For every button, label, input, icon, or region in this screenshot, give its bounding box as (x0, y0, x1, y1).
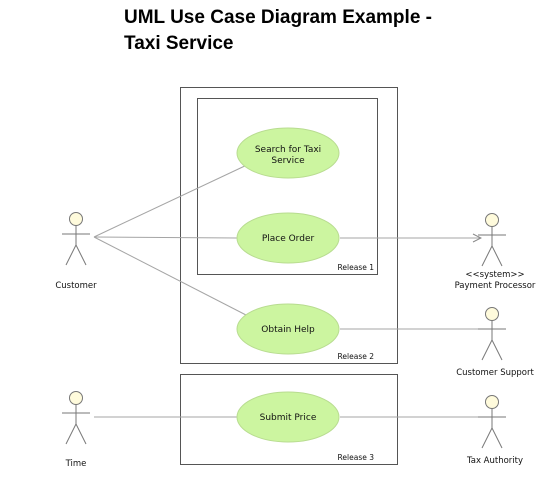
diagram-title-line-1: UML Use Case Diagram Example - (124, 7, 432, 28)
actor-customer-label: Customer (55, 281, 97, 291)
usecase-submit-price: Submit Price (236, 391, 340, 443)
actor-time-label: Time (65, 459, 87, 469)
usecase-place-order-label: Place Order (262, 234, 315, 244)
usecase-search-label-line-2: Service (271, 156, 305, 166)
usecase-place-order: Place Order (236, 212, 340, 264)
actor-time-icon (62, 391, 90, 445)
usecase-obtain-help: Obtain Help (236, 303, 340, 355)
actor-payment-processor-label: Payment Processor (455, 281, 536, 291)
usecase-submit-price-label: Submit Price (260, 413, 317, 423)
diagram-title-line-2: Taxi Service (124, 33, 234, 54)
association-customer-obtain-help (93, 236, 247, 316)
release-3-boundary (180, 374, 398, 465)
actor-payment-processor-stereotype: <<system>> (465, 270, 524, 280)
diagram-title: UML Use Case Diagram Example - Taxi Serv… (124, 5, 524, 57)
actor-tax-authority-icon (478, 395, 506, 449)
actor-customer-support-icon (478, 307, 506, 361)
release-3-label: Release 3 (338, 453, 375, 462)
usecase-obtain-help-label: Obtain Help (261, 325, 315, 335)
actor-customer-support-label: Customer Support (456, 368, 534, 378)
release-1-label: Release 1 (338, 263, 375, 272)
usecase-search-for-taxi: Search for Taxi Service (236, 127, 340, 179)
release-2-label: Release 2 (338, 352, 375, 361)
actor-customer-icon (62, 212, 90, 266)
association-customer-search (93, 163, 250, 238)
usecase-search-label-line-1: Search for Taxi (255, 145, 321, 155)
release-2-boundary (180, 87, 398, 364)
release-1-boundary (197, 98, 378, 275)
actor-payment-processor-icon (478, 213, 506, 267)
actor-tax-authority-label: Tax Authority (466, 456, 523, 466)
association-customer-place-order (93, 236, 239, 239)
